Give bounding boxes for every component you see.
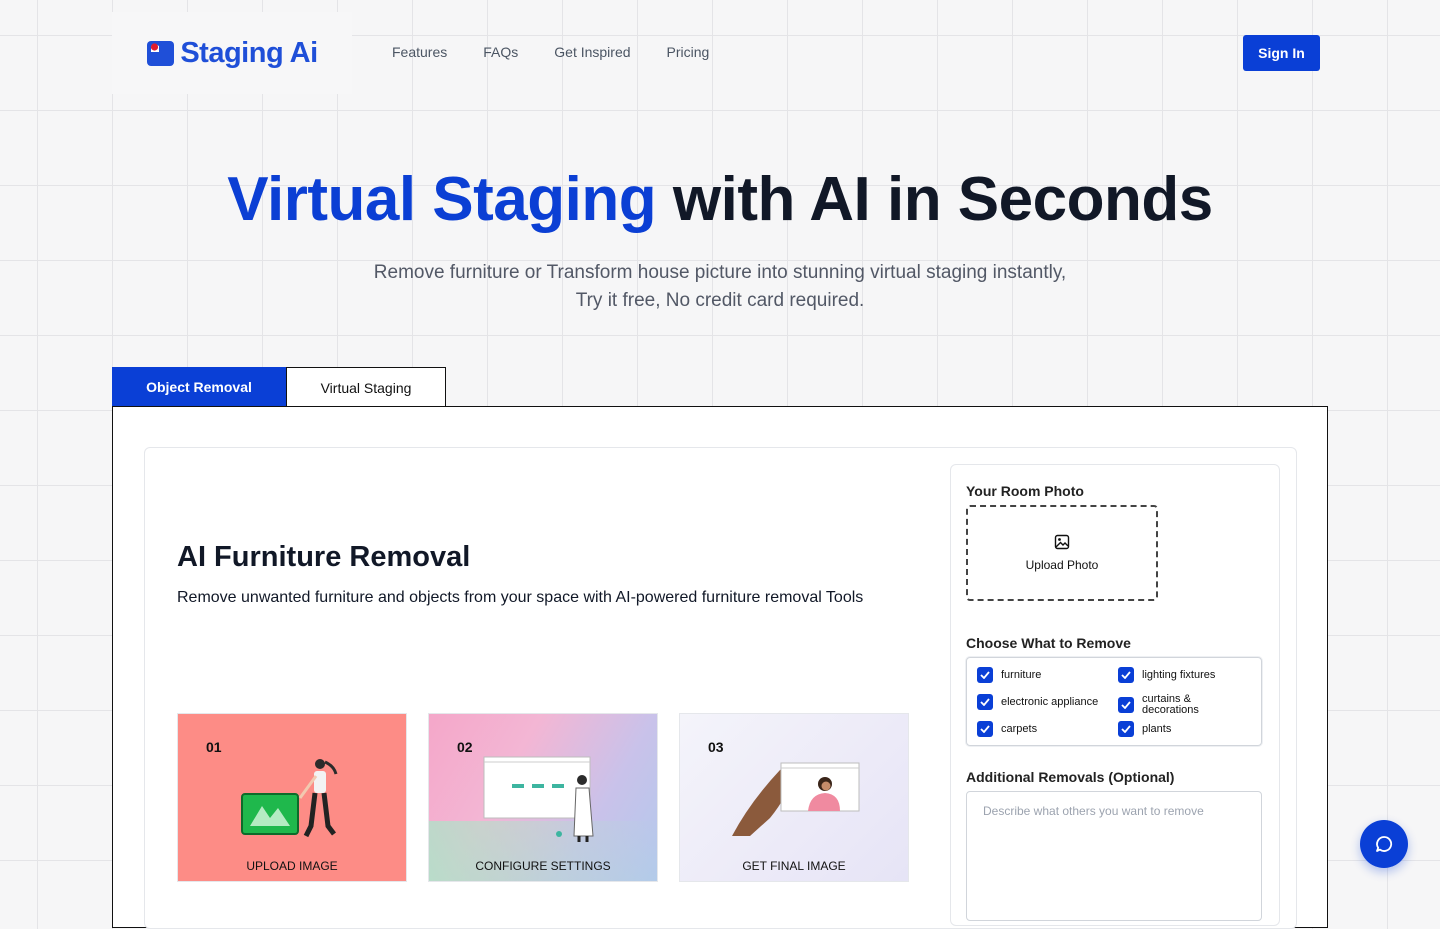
logo[interactable]: Staging Ai (146, 36, 318, 70)
nav-features[interactable]: Features (392, 44, 448, 60)
step-card-configure: 02 CONFIGURE SETTINGS (428, 713, 658, 882)
option-label: plants (1142, 722, 1172, 735)
checkbox[interactable] (977, 721, 993, 737)
checkbox[interactable] (1118, 667, 1134, 683)
nav-pricing[interactable]: Pricing (666, 44, 710, 60)
main-nav: Features FAQs Get Inspired Pricing (392, 44, 709, 60)
hero-title: Virtual Staging with AI in Seconds (0, 164, 1440, 235)
step-card-upload: 01 UPLOAD IMAGE (177, 713, 407, 882)
upload-photo-dropzone[interactable]: Upload Photo (966, 505, 1158, 601)
chat-button[interactable] (1360, 820, 1408, 868)
option-plants[interactable]: plants (1118, 721, 1171, 737)
step-number: 03 (708, 739, 724, 755)
checkmark-icon (980, 698, 990, 706)
nav-faqs[interactable]: FAQs (483, 44, 519, 60)
tab-object-removal[interactable]: Object Removal (112, 367, 286, 407)
option-lighting-fixtures[interactable]: lighting fixtures (1118, 667, 1215, 683)
step-number: 02 (457, 739, 473, 755)
mode-tabs: Object Removal Virtual Staging (112, 367, 446, 407)
option-label: electronic appliance (1001, 695, 1099, 708)
checkmark-icon (980, 671, 990, 679)
step-number: 01 (206, 739, 222, 755)
checkmark-icon (1121, 701, 1131, 709)
removal-options: furniture lighting fixtures electronic a… (966, 657, 1262, 746)
feature-title: AI Furniture Removal (177, 541, 471, 573)
hero-title-accent: Virtual Staging (227, 165, 657, 234)
configure-illustration (483, 756, 594, 842)
chat-bubble-icon (1376, 836, 1393, 852)
step-card-final: 03 GET FINAL IMAGE (679, 713, 909, 882)
option-carpets[interactable]: carpets (977, 721, 1037, 737)
option-electronic-appliance[interactable]: electronic appliance (977, 694, 1098, 710)
hero-title-rest: with AI in Seconds (656, 165, 1213, 234)
upload-photo-label: Upload Photo (1025, 558, 1099, 572)
checkbox[interactable] (977, 667, 993, 683)
hero-subtitle-line2: Try it free, No credit card required. (575, 290, 865, 311)
additional-removals-input[interactable] (966, 791, 1262, 921)
option-furniture[interactable]: furniture (977, 667, 1041, 683)
sign-in-button[interactable]: Sign In (1243, 35, 1320, 71)
nav-get-inspired[interactable]: Get Inspired (554, 44, 631, 60)
option-label: curtains & decorations (1142, 693, 1199, 716)
brand-name: Staging Ai (180, 36, 318, 69)
hero-subtitle: Remove furniture or Transform house pict… (0, 259, 1440, 315)
room-photo-label: Your Room Photo (966, 483, 1084, 499)
logo-mark-icon (147, 41, 175, 66)
step-label: UPLOAD IMAGE (246, 859, 338, 873)
checkmark-icon (980, 725, 990, 733)
checkbox[interactable] (1118, 697, 1134, 713)
tab-virtual-staging[interactable]: Virtual Staging (286, 367, 446, 407)
logo-container[interactable]: Staging Ai (112, 12, 352, 94)
option-label: lighting fixtures (1142, 668, 1216, 681)
step-label: CONFIGURE SETTINGS (475, 859, 611, 873)
hero-subtitle-line1: Remove furniture or Transform house pict… (373, 262, 1067, 283)
checkbox[interactable] (977, 694, 993, 710)
checkbox[interactable] (1118, 721, 1134, 737)
choose-remove-label: Choose What to Remove (966, 635, 1131, 651)
option-curtains-decorations[interactable]: curtains & decorations (1118, 694, 1212, 716)
checkmark-icon (1121, 671, 1131, 679)
option-label: furniture (1001, 668, 1042, 681)
feature-description: Remove unwanted furniture and objects fr… (177, 589, 864, 606)
image-icon (1054, 534, 1070, 550)
additional-removals-label: Additional Removals (Optional) (966, 769, 1175, 785)
step-label: GET FINAL IMAGE (742, 859, 846, 873)
final-image-illustration (732, 762, 860, 836)
checkmark-icon (1121, 725, 1131, 733)
option-label: carpets (1001, 722, 1038, 735)
upload-illustration (241, 759, 338, 838)
